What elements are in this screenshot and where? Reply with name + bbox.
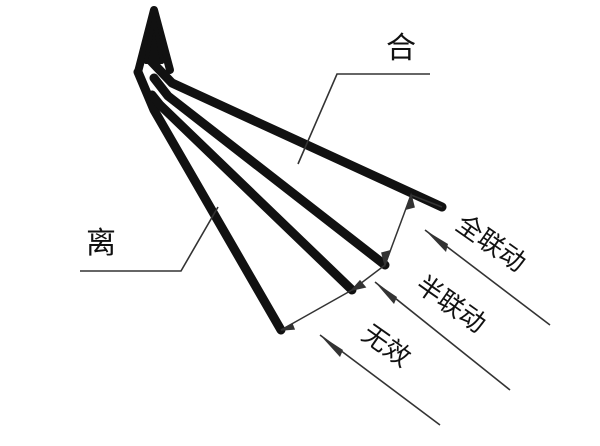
dim-none-left <box>280 289 353 331</box>
left-main-line <box>133 67 286 335</box>
arrow-head <box>349 279 367 292</box>
half-engage-line <box>149 73 390 270</box>
arrow-head <box>404 192 415 211</box>
leader-li <box>80 206 219 272</box>
label-li: 离 <box>86 226 116 261</box>
no-effect-line <box>147 90 357 295</box>
label-wuxiao: 无效 <box>356 319 416 373</box>
pointer-arrow <box>320 335 343 357</box>
pointer-arrow <box>375 282 397 304</box>
pointer-arrow <box>425 230 448 252</box>
label-quan-liandong: 全联动 <box>450 209 531 278</box>
peak-fill <box>144 16 164 64</box>
label-he: 合 <box>386 31 416 66</box>
label-ban-liandong: 半联动 <box>410 270 491 339</box>
arrow-head <box>280 322 296 331</box>
full-engage-line <box>145 55 447 212</box>
pivot-peak-line <box>134 6 174 76</box>
leader-he <box>297 73 430 165</box>
dim-top-connector <box>410 194 443 208</box>
arrow-head <box>381 249 392 268</box>
leader-ban <box>374 281 511 391</box>
